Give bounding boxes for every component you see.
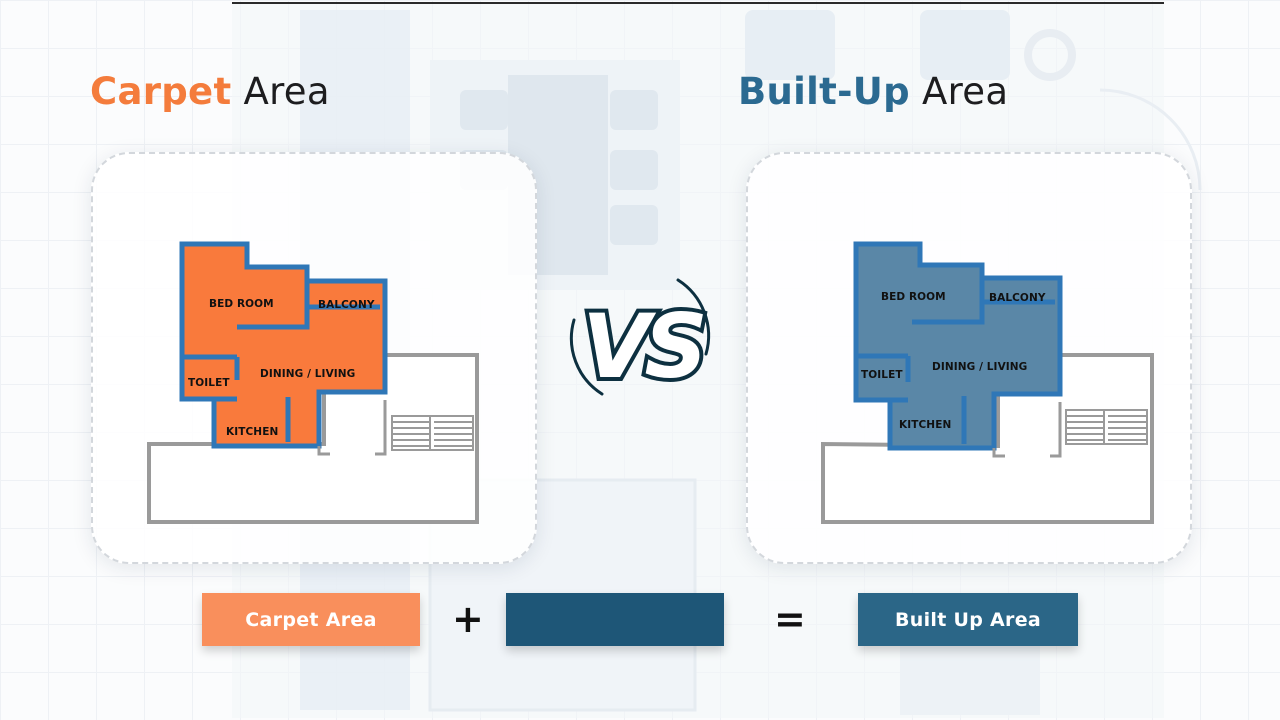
bed-room-label: BED ROOM (881, 291, 946, 303)
vs-text: VS (582, 295, 703, 398)
built-up-area-floor-plan: BED ROOM BALCONY TOILET DINING / LIVING … (821, 241, 1154, 524)
toilet-label: TOILET (861, 369, 903, 381)
staircase (391, 415, 474, 451)
balcony-label: BALCONY (989, 292, 1046, 304)
balcony-label: BALCONY (318, 299, 375, 311)
vs-emblem: VS (560, 262, 720, 412)
kitchen-label: KITCHEN (899, 419, 951, 431)
equals-sign: = (774, 597, 806, 641)
carpet-area-title: Carpet Area (90, 70, 330, 113)
dining-living-label: DINING / LIVING (260, 368, 355, 380)
bed-room-label: BED ROOM (209, 298, 274, 310)
interior-walls (182, 281, 380, 442)
carpet-area-floor-plan: BED ROOM BALCONY TOILET DINING / LIVING … (147, 241, 479, 524)
carpet-area-pill: Carpet Area (202, 593, 420, 646)
interior-walls (856, 278, 1055, 444)
dining-living-label: DINING / LIVING (932, 361, 1027, 373)
wall-area-pill (506, 593, 724, 646)
built-up-area-title: Built-Up Area (738, 70, 1008, 113)
built-up-area-title-highlight: Built-Up (738, 70, 910, 113)
kitchen-label: KITCHEN (226, 426, 278, 438)
staircase-steps (1066, 410, 1147, 444)
plus-sign: + (452, 597, 484, 641)
carpet-area-title-highlight: Carpet (90, 70, 232, 113)
built-up-area-pill: Built Up Area (858, 593, 1078, 646)
staircase-steps (392, 416, 473, 450)
built-up-area-card: BED ROOM BALCONY TOILET DINING / LIVING … (746, 152, 1192, 564)
toilet-label: TOILET (188, 377, 230, 389)
carpet-area-card: BED ROOM BALCONY TOILET DINING / LIVING … (91, 152, 537, 564)
carpet-area-title-rest: Area (231, 70, 330, 113)
built-up-area-title-rest: Area (909, 70, 1009, 113)
staircase (1065, 409, 1148, 445)
